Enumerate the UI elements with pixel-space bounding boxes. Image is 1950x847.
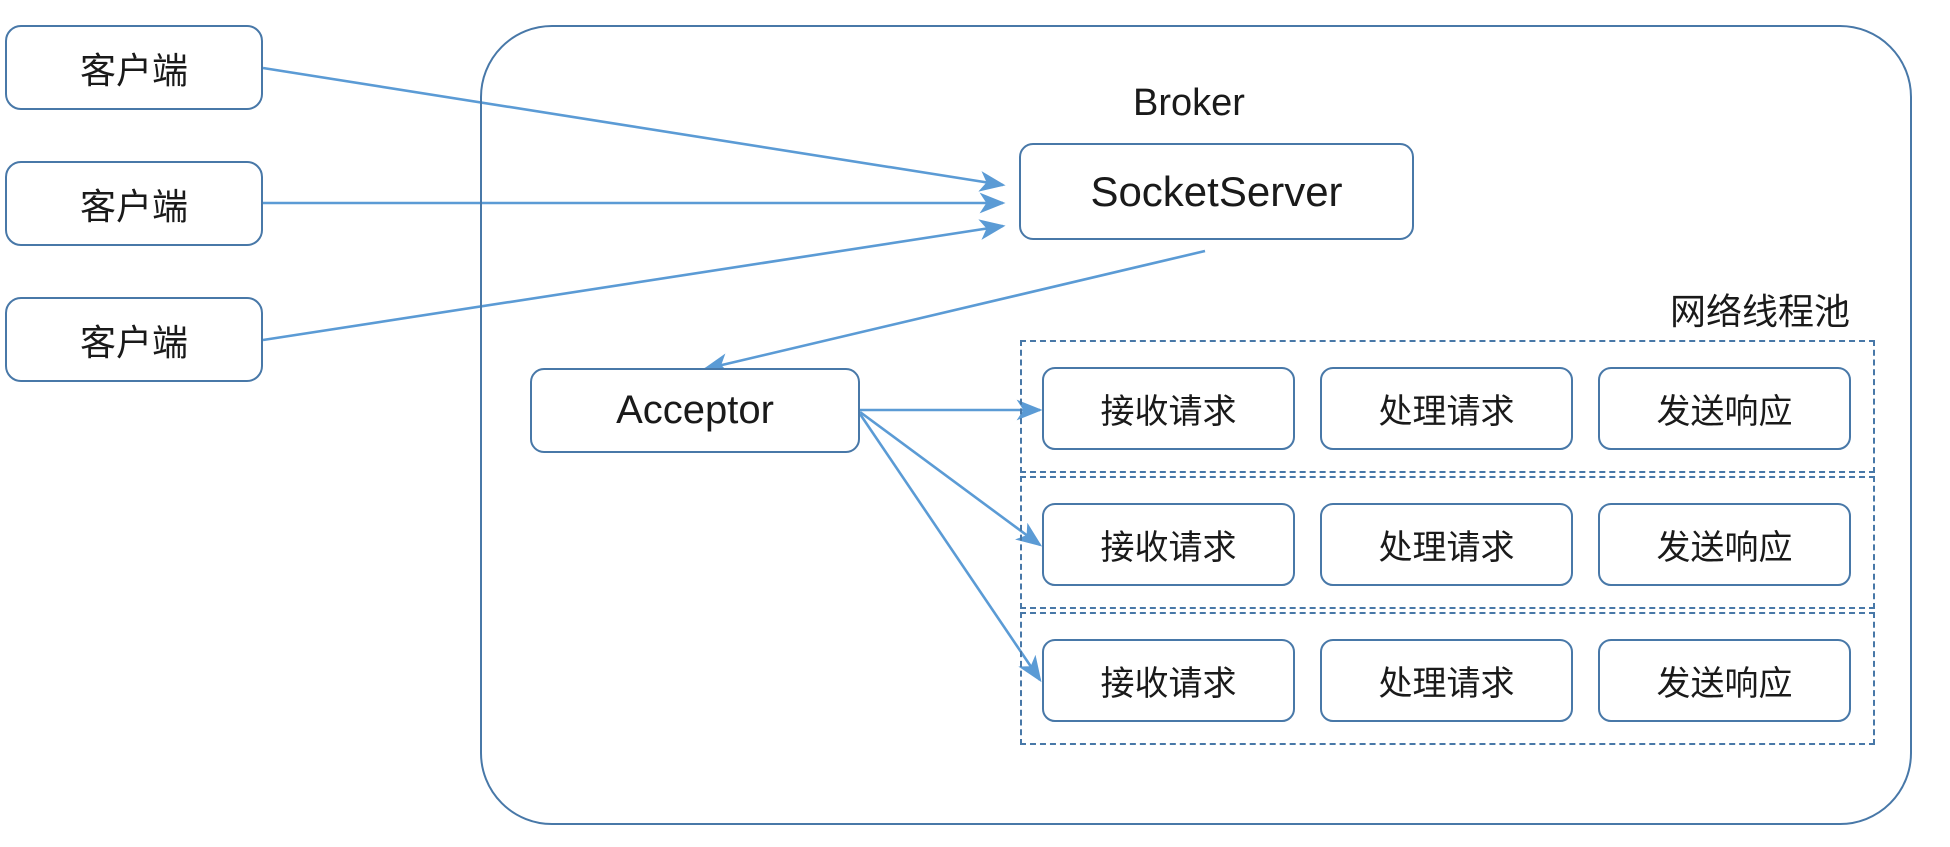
thread-pool-row: 接收请求 处理请求 发送响应 [1020, 476, 1875, 609]
task-label: 发送响应 [1656, 529, 1793, 567]
task-receive-request[interactable]: 接收请求 [1042, 367, 1295, 450]
task-send-response[interactable]: 发送响应 [1598, 503, 1851, 586]
task-label: 处理请求 [1378, 529, 1515, 567]
acceptor-box[interactable]: Acceptor [530, 368, 860, 453]
task-label: 发送响应 [1656, 393, 1793, 431]
task-receive-request[interactable]: 接收请求 [1042, 639, 1295, 722]
client-box-3[interactable]: 客户端 [5, 297, 263, 382]
broker-title: Broker [1133, 82, 1245, 124]
client-label: 客户端 [79, 321, 188, 363]
client-box-2[interactable]: 客户端 [5, 161, 263, 246]
client-label: 客户端 [79, 49, 188, 91]
task-label: 发送响应 [1656, 665, 1793, 703]
task-label: 接收请求 [1100, 529, 1237, 567]
socket-server-label: SocketServer [1090, 167, 1343, 215]
task-receive-request[interactable]: 接收请求 [1042, 503, 1295, 586]
client-label: 客户端 [79, 185, 188, 227]
task-send-response[interactable]: 发送响应 [1598, 639, 1851, 722]
task-process-request[interactable]: 处理请求 [1320, 367, 1573, 450]
task-label: 接收请求 [1100, 393, 1237, 431]
broker-container [480, 25, 1912, 825]
task-label: 接收请求 [1100, 665, 1237, 703]
task-send-response[interactable]: 发送响应 [1598, 367, 1851, 450]
thread-pool-title: 网络线程池 [1670, 291, 1851, 332]
thread-pool-row: 接收请求 处理请求 发送响应 [1020, 612, 1875, 745]
thread-pool-row: 接收请求 处理请求 发送响应 [1020, 340, 1875, 473]
task-label: 处理请求 [1378, 393, 1515, 431]
task-process-request[interactable]: 处理请求 [1320, 639, 1573, 722]
acceptor-label: Acceptor [616, 388, 774, 432]
task-process-request[interactable]: 处理请求 [1320, 503, 1573, 586]
socket-server-box[interactable]: SocketServer [1019, 143, 1414, 240]
task-label: 处理请求 [1378, 665, 1515, 703]
client-box-1[interactable]: 客户端 [5, 25, 263, 110]
